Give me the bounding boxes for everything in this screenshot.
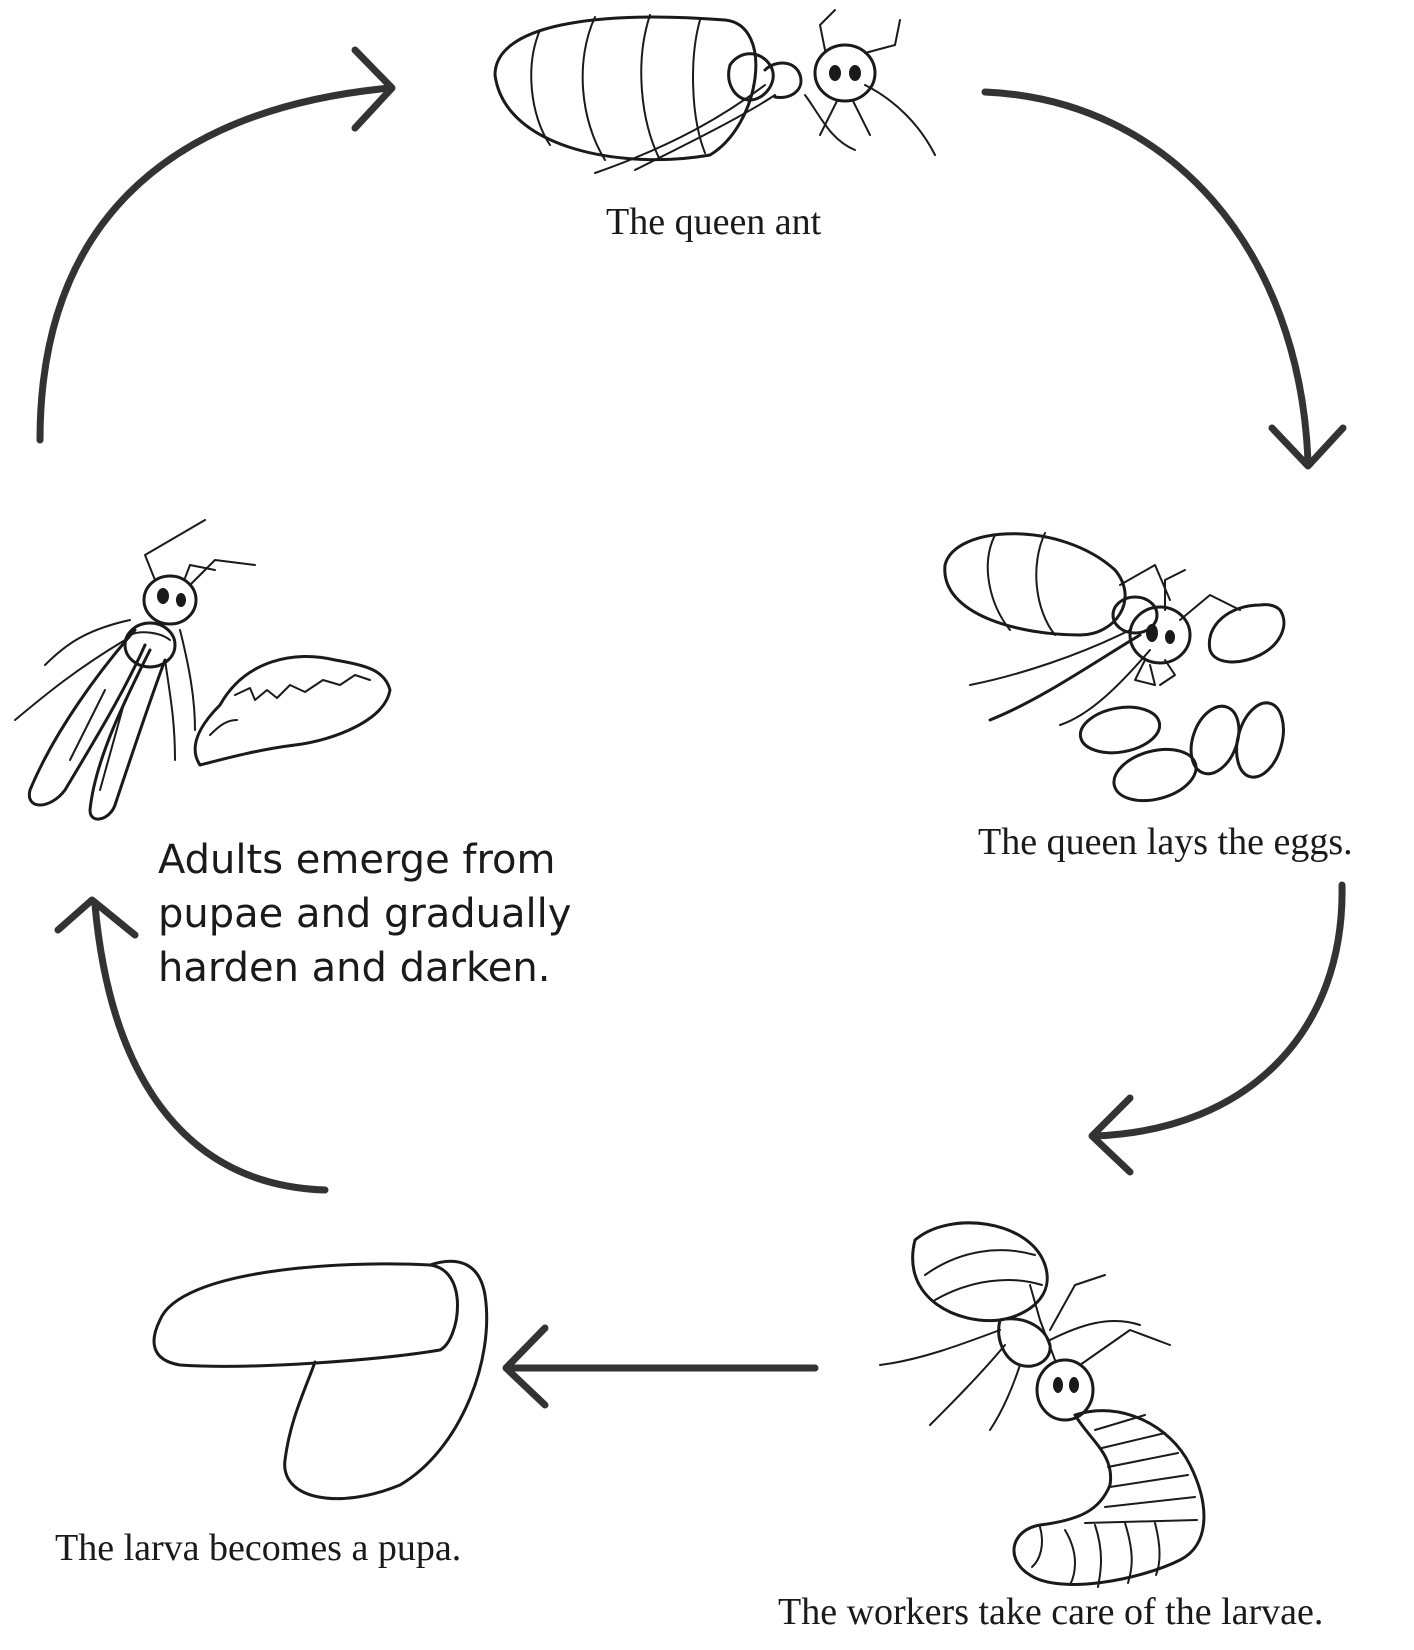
arrow-eggs-to-larvae xyxy=(1092,885,1342,1172)
queen-ant-icon xyxy=(475,5,965,200)
queen-with-eggs-icon xyxy=(940,525,1340,810)
pupa-icon xyxy=(140,1250,500,1515)
winged-adult-ant-icon xyxy=(5,520,405,835)
arrow-adult-to-queen xyxy=(40,50,392,440)
adult-caption-line-1: Adults emerge from xyxy=(158,833,571,887)
adult-caption: Adults emerge from pupae and gradually h… xyxy=(158,833,571,995)
adult-caption-line-2: pupae and gradually xyxy=(158,887,571,941)
queen-caption: The queen ant xyxy=(606,202,821,244)
pupa-caption: The larva becomes a pupa. xyxy=(55,1528,461,1570)
arrow-larvae-to-pupa xyxy=(506,1328,815,1405)
worker-with-larva-icon xyxy=(880,1215,1320,1605)
larvae-caption: The workers take care of the larvae. xyxy=(778,1592,1323,1634)
adult-caption-line-3: harden and darken. xyxy=(158,941,571,995)
eggs-caption: The queen lays the eggs. xyxy=(978,822,1353,864)
arrow-queen-to-eggs xyxy=(985,92,1343,466)
